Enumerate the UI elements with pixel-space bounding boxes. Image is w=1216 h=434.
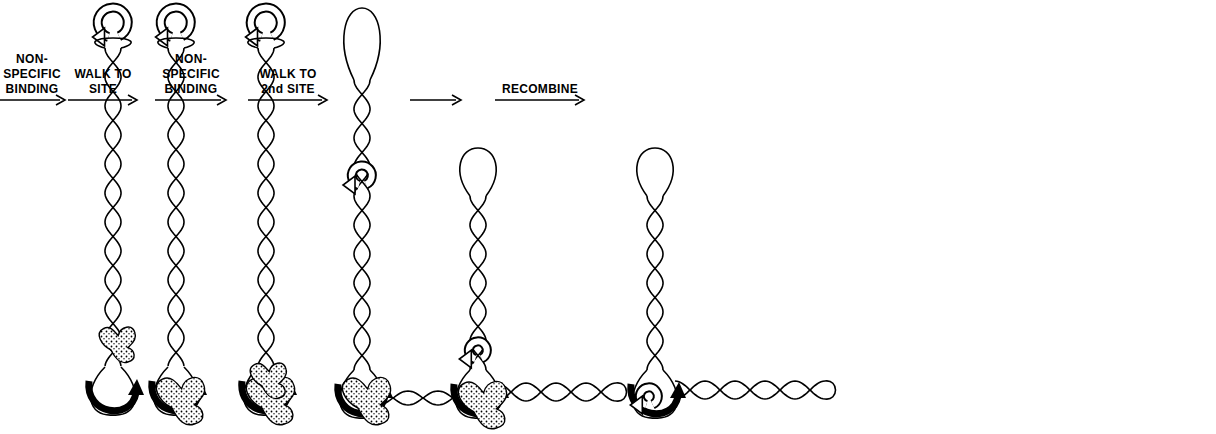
dna-side-loop bbox=[496, 383, 616, 401]
site-arrow bbox=[631, 384, 678, 414]
dna-side-loop bbox=[496, 383, 616, 401]
dna-strand bbox=[354, 80, 370, 370]
step-arrow bbox=[68, 99, 132, 101]
recombinase-protein bbox=[250, 363, 286, 399]
recombinase-protein bbox=[342, 377, 390, 424]
step-label: WALK TO 2nd SITE bbox=[250, 67, 326, 97]
step-label: NON-SPECIFIC BINDING bbox=[0, 52, 64, 97]
dna-top-loop bbox=[637, 148, 673, 196]
recombinase-protein bbox=[99, 327, 135, 363]
dna-side-loop bbox=[675, 381, 825, 399]
dna-top-loop bbox=[95, 38, 131, 48]
step-arrow bbox=[155, 99, 221, 101]
dna-loop-cap bbox=[825, 381, 836, 399]
site-arrow bbox=[89, 381, 136, 411]
second-site-arrow-head bbox=[459, 350, 471, 368]
site-arrow-head bbox=[128, 379, 144, 395]
step-arrow bbox=[495, 99, 579, 101]
dna-strand bbox=[354, 80, 370, 370]
arrow-head bbox=[217, 95, 226, 105]
dna-drawings bbox=[89, 8, 836, 429]
recombinase-protein bbox=[156, 377, 204, 424]
step-label: NON-SPECIFIC BINDING bbox=[157, 52, 225, 97]
dna-top-loop bbox=[248, 38, 284, 48]
second-site-arrow-head bbox=[343, 176, 355, 194]
dna-loop-cap bbox=[616, 383, 627, 401]
dna-top-loop bbox=[344, 8, 380, 80]
arrow-head bbox=[56, 95, 65, 105]
recombinase-protein bbox=[458, 381, 506, 428]
step-arrow bbox=[0, 99, 60, 101]
dna-top-loop bbox=[460, 148, 496, 196]
dna-strand bbox=[647, 196, 663, 370]
dna-top-loop bbox=[158, 38, 194, 48]
dna-side-loop bbox=[675, 381, 825, 399]
step-arrow bbox=[410, 99, 456, 101]
arrow-head bbox=[318, 95, 327, 105]
arrow-head bbox=[128, 95, 137, 105]
dna-strand bbox=[647, 196, 663, 370]
step-arrows bbox=[0, 95, 584, 105]
arrow-head bbox=[575, 95, 584, 105]
second-site-arrow-head bbox=[630, 396, 642, 414]
step-label: RECOMBINE bbox=[495, 82, 585, 97]
step-label: WALK TO SITE bbox=[70, 67, 136, 97]
arrow-head bbox=[452, 95, 461, 105]
